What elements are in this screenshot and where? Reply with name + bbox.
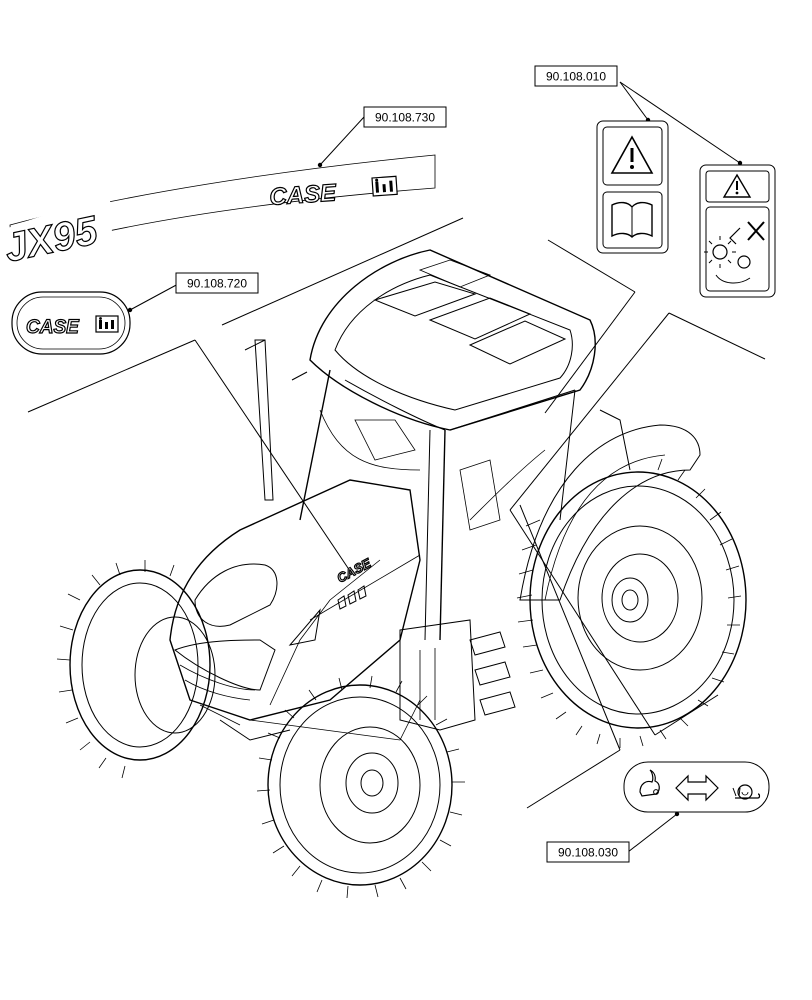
warning-triangle-icon xyxy=(722,173,752,198)
operator-manual-icon xyxy=(611,201,653,238)
brand-badge-text: CASE xyxy=(26,317,80,338)
cab xyxy=(244,249,631,641)
double-arrow-icon xyxy=(675,774,719,802)
warning-panel-manual xyxy=(596,120,669,254)
leader-dot xyxy=(317,162,323,168)
exhaust-stack xyxy=(254,339,274,501)
roof-panel-3 xyxy=(468,320,567,365)
case-ih-logo-icon xyxy=(371,175,398,197)
speed-selector-decal xyxy=(623,761,770,813)
callout-label: 90.108.010 xyxy=(546,70,606,84)
cab-pillar-left xyxy=(299,369,331,521)
callout-90-108-010[interactable]: 90.108.010 xyxy=(534,65,618,87)
hood-scoop xyxy=(194,563,278,627)
leader-dot xyxy=(737,160,743,166)
rear-fender xyxy=(519,424,701,601)
snail-slow-icon xyxy=(732,784,761,800)
brand-stripe-text: CASE xyxy=(269,179,338,211)
case-ih-logo-icon xyxy=(95,315,119,333)
rotating-parts-hazard-icon xyxy=(704,221,765,284)
steering-area xyxy=(354,419,416,461)
model-stripe-text: JX95 xyxy=(1,208,102,271)
callout-90-108-030[interactable]: 90.108.030 xyxy=(546,841,630,863)
roof-panel-2 xyxy=(428,297,532,340)
model-stripe-decal: JX95 CASE xyxy=(0,154,436,271)
leader-lines xyxy=(27,81,766,853)
headlight xyxy=(288,608,321,646)
roof-panel-1 xyxy=(373,281,477,317)
callout-90-108-730[interactable]: 90.108.730 xyxy=(363,106,447,128)
callout-label: 90.108.730 xyxy=(375,111,435,125)
rear-wheel xyxy=(516,458,747,748)
cab-roof xyxy=(309,249,596,431)
cab-pillar-right xyxy=(559,389,576,521)
leader-dot xyxy=(674,811,680,817)
warning-panel-rotating-parts xyxy=(699,164,776,298)
leader-dot xyxy=(127,307,133,313)
hood-vents xyxy=(337,585,367,610)
callout-label: 90.108.720 xyxy=(187,277,247,291)
rabbit-fast-icon xyxy=(639,769,660,797)
steps xyxy=(399,619,516,731)
cab-pillar-front xyxy=(439,429,446,641)
warning-triangle-icon xyxy=(610,135,654,174)
brand-badge-decal: CASE xyxy=(11,291,131,355)
callout-90-108-720[interactable]: 90.108.720 xyxy=(175,272,259,294)
front-right-wheel xyxy=(256,675,465,899)
callout-label: 90.108.030 xyxy=(558,846,618,860)
front-left-wheel xyxy=(56,560,216,779)
grille xyxy=(174,639,276,691)
